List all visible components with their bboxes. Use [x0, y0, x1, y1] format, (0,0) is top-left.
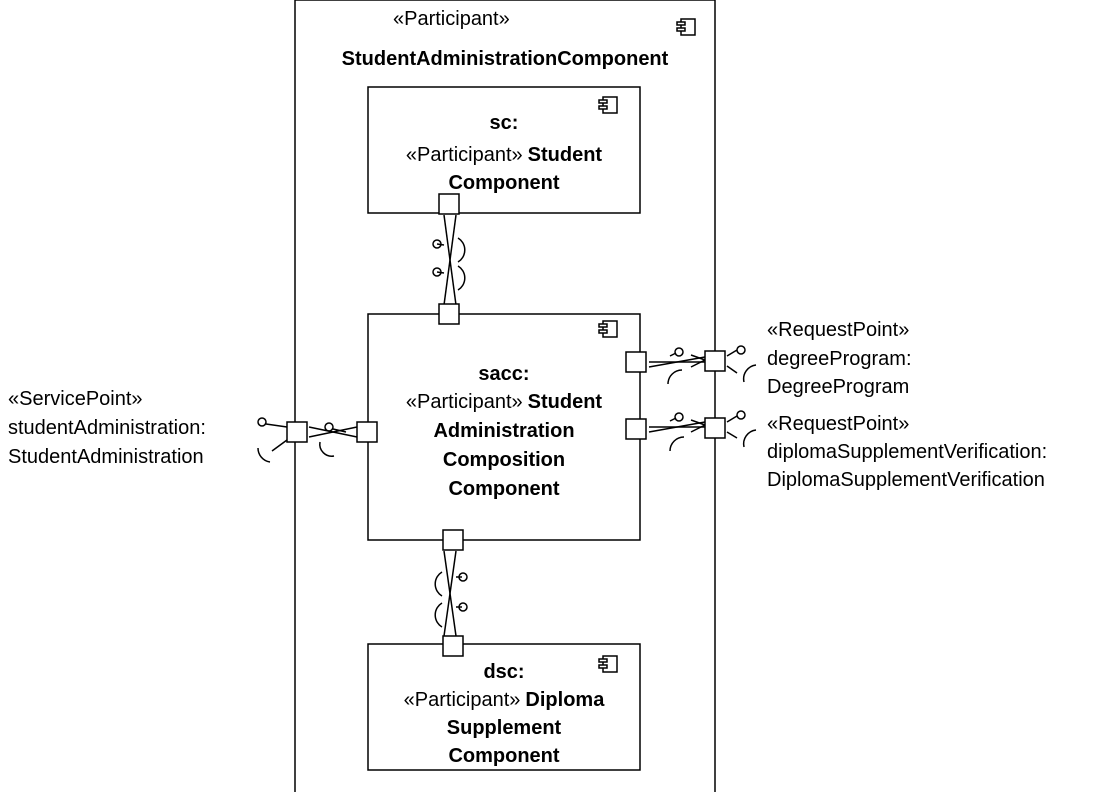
- connector-degree-program: [648, 345, 757, 385]
- sc-type-line-2: Component: [448, 172, 559, 194]
- diploma-verification-type: DiplomaSupplementVerification: [767, 469, 1045, 491]
- sacc-type-line-4: Component: [448, 478, 559, 500]
- sacc-type-line-2: Administration: [433, 420, 574, 442]
- port-sacc-bottom[interactable]: [442, 529, 464, 551]
- degree-program-name: degreeProgram:: [767, 348, 912, 370]
- dsc-type-word: Diploma: [525, 689, 605, 711]
- dsc-name: dsc:: [483, 661, 524, 683]
- port-request-degree[interactable]: [704, 350, 726, 372]
- service-point-name: studentAdministration:: [8, 417, 206, 439]
- dsc-box[interactable]: [367, 643, 641, 771]
- port-sacc-right-degree[interactable]: [625, 351, 647, 373]
- sc-stereotype: «Participant»: [406, 144, 523, 166]
- dsc-type-line-1: «Participant»Diploma: [404, 689, 606, 711]
- diploma-verification-name: diplomaSupplementVerification:: [767, 441, 1047, 463]
- sacc-stereotype: «Participant»: [406, 391, 523, 413]
- connector-sc-sacc: [432, 214, 466, 306]
- connector-service-point: [257, 417, 358, 463]
- connector-diploma-verification: [648, 410, 757, 452]
- dsc-type-line-2: Supplement: [447, 717, 562, 739]
- outer-stereotype: «Participant»: [393, 8, 510, 30]
- service-point-stereotype: «ServicePoint»: [8, 388, 143, 410]
- port-sc-bottom[interactable]: [438, 193, 460, 215]
- port-sacc-right-diploma[interactable]: [625, 418, 647, 440]
- sacc-type-line-3: Composition: [443, 449, 565, 471]
- degree-program-stereotype: «RequestPoint»: [767, 319, 909, 341]
- outer-name: StudentAdministrationComponent: [342, 48, 669, 70]
- port-request-diploma[interactable]: [704, 417, 726, 439]
- port-dsc-top[interactable]: [442, 635, 464, 657]
- sacc-type-line-1: «Participant»Student: [406, 391, 603, 413]
- dsc-type-line-3: Component: [448, 745, 559, 767]
- service-point-type: StudentAdministration: [8, 446, 204, 468]
- sc-type-line-1: «Participant»Student: [406, 144, 603, 166]
- sacc-type-word: Student: [528, 391, 603, 413]
- port-service-point[interactable]: [286, 421, 308, 443]
- port-sacc-top[interactable]: [438, 303, 460, 325]
- sc-box[interactable]: [367, 86, 641, 214]
- diploma-verification-stereotype: «RequestPoint»: [767, 413, 909, 435]
- sacc-name: sacc:: [478, 363, 529, 385]
- sc-type-word: Student: [528, 144, 603, 166]
- port-sacc-left[interactable]: [356, 421, 378, 443]
- connector-sacc-dsc: [434, 550, 468, 637]
- degree-program-type: DegreeProgram: [767, 376, 909, 398]
- sc-name: sc:: [490, 112, 519, 134]
- dsc-stereotype: «Participant»: [404, 689, 521, 711]
